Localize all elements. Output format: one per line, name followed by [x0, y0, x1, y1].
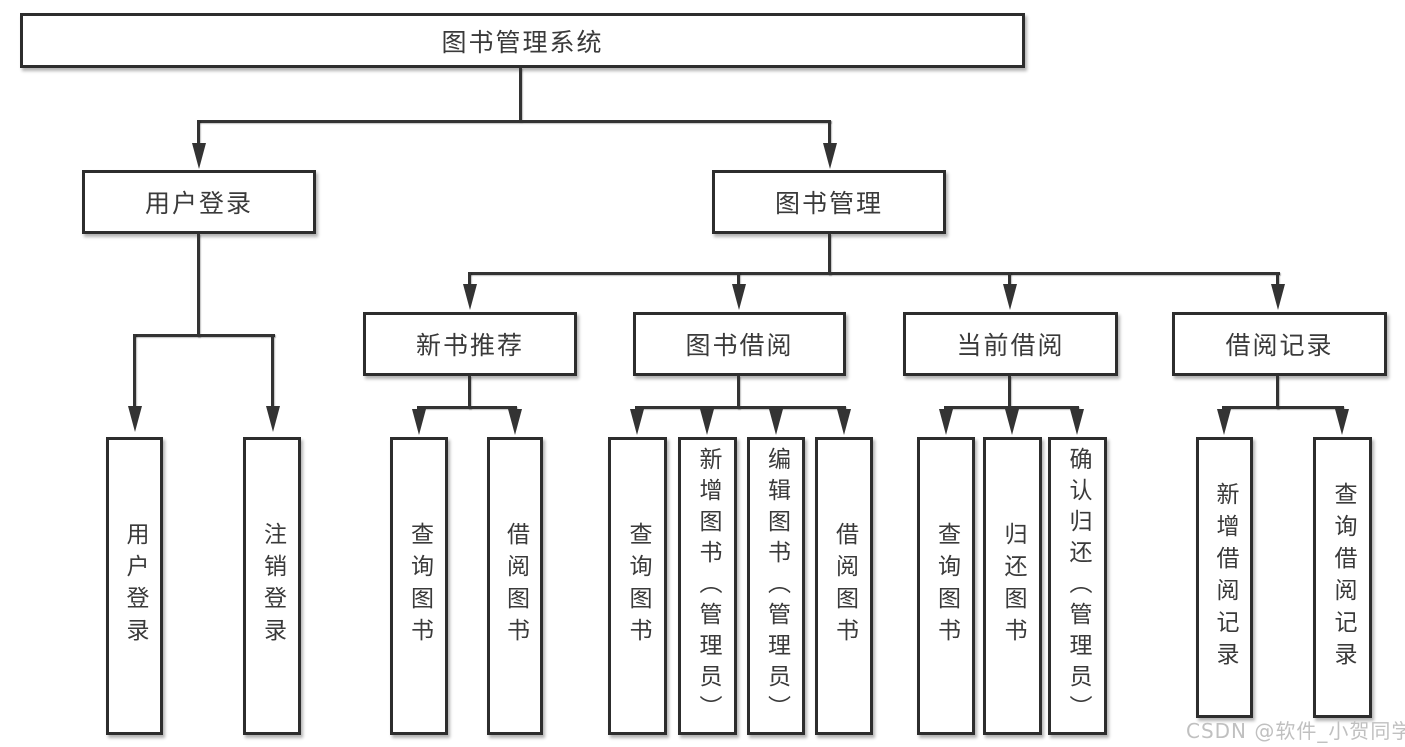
arrow-down-icon	[823, 143, 837, 169]
node-leaf-add-book-admin: 新增图书（管理员）	[678, 437, 737, 735]
arrow-down-icon	[412, 409, 426, 435]
arrow-down-icon	[1217, 409, 1231, 435]
node-leaf-query-book-current: 查询图书	[917, 437, 975, 735]
arrow-down-icon	[266, 406, 280, 432]
connector-group4-rail	[1222, 406, 1344, 409]
node-borrow-records: 借阅记录	[1172, 312, 1387, 376]
node-leaf-borrow-book-recommend: 借阅图书	[487, 437, 543, 735]
arrow-down-icon	[700, 409, 714, 435]
arrow-down-icon	[463, 284, 477, 310]
connector-group1-rail	[417, 406, 517, 409]
arrow-down-icon	[732, 284, 746, 310]
connector-arrow-stem	[197, 120, 200, 146]
connector-arrow-stem	[133, 334, 136, 408]
arrow-down-icon	[1271, 284, 1285, 310]
connector-group1-stub	[468, 376, 471, 409]
arrow-down-icon	[128, 406, 142, 432]
node-book-management: 图书管理	[712, 170, 946, 234]
connector-group4-stub	[1276, 376, 1279, 409]
node-leaf-borrow-book: 借阅图书	[815, 437, 873, 735]
node-leaf-confirm-return-admin: 确认归还（管理员）	[1048, 437, 1107, 735]
connector-bookmgmt-stub	[828, 234, 831, 275]
connector-arrow-stem	[468, 272, 471, 288]
node-book-borrowing: 图书借阅	[633, 312, 846, 376]
connector-level2-rail	[468, 272, 1280, 275]
node-current-borrowing: 当前借阅	[903, 312, 1118, 376]
arrow-down-icon	[1335, 409, 1349, 435]
node-user-login: 用户登录	[82, 170, 316, 234]
node-leaf-add-borrow-record: 新增借阅记录	[1196, 437, 1253, 718]
node-leaf-query-book-recommend: 查询图书	[390, 437, 448, 735]
arrow-down-icon	[508, 409, 522, 435]
connector-userlogin-rail	[133, 334, 275, 337]
connector-userlogin-stub	[197, 234, 200, 337]
connector-group2-stub	[737, 376, 740, 409]
connector-group3-rail	[944, 406, 1079, 409]
arrow-down-icon	[630, 409, 644, 435]
connector-arrow-stem	[1008, 272, 1011, 288]
arrow-down-icon	[1003, 284, 1017, 310]
arrow-down-icon	[1005, 409, 1019, 435]
connector-group3-stub	[1008, 376, 1011, 409]
arrow-down-icon	[939, 409, 953, 435]
watermark: CSDN @软件_小贺同学	[1186, 719, 1405, 743]
connector-level1-rail	[197, 120, 831, 123]
node-leaf-edit-book-admin: 编辑图书（管理员）	[747, 437, 805, 735]
arrow-down-icon	[192, 143, 206, 169]
connector-root-stub	[519, 68, 522, 122]
arrow-down-icon	[1070, 409, 1084, 435]
connector-arrow-stem	[1276, 272, 1279, 288]
node-leaf-logout: 注销登录	[243, 437, 301, 735]
node-new-book-recommend: 新书推荐	[363, 312, 577, 376]
arrow-down-icon	[837, 409, 851, 435]
node-leaf-user-login: 用户登录	[106, 437, 163, 735]
connector-arrow-stem	[271, 334, 274, 408]
connector-arrow-stem	[828, 120, 831, 146]
connector-group2-rail	[635, 406, 846, 409]
node-leaf-return-book: 归还图书	[983, 437, 1042, 735]
node-leaf-query-borrow-record: 查询借阅记录	[1313, 437, 1372, 718]
arrow-down-icon	[769, 409, 783, 435]
node-root-library-system: 图书管理系统	[20, 13, 1025, 68]
node-leaf-query-book-borrowing: 查询图书	[608, 437, 667, 735]
connector-arrow-stem	[737, 272, 740, 288]
